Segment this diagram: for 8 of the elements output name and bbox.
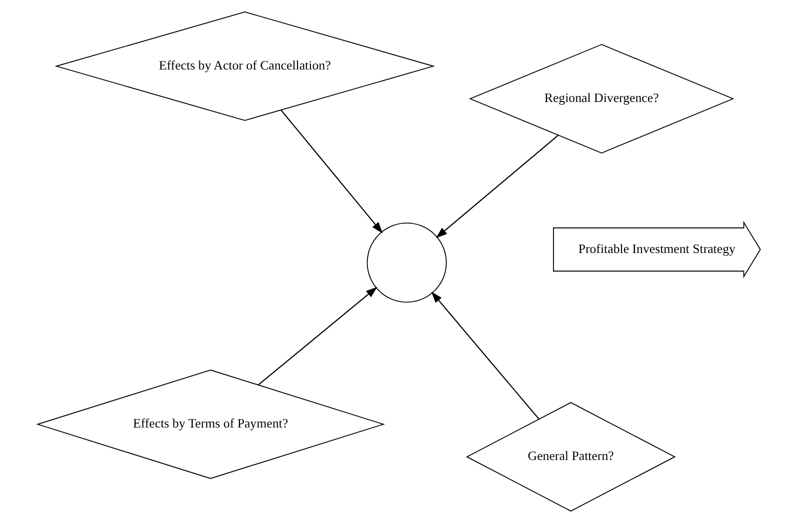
arrow	[280, 110, 383, 234]
arrow	[431, 292, 540, 420]
node-diamond: General Pattern?	[466, 402, 676, 512]
node-diamond: Effects by Terms of Payment?	[36, 370, 385, 479]
arrow	[258, 286, 378, 386]
node-diamond: Regional Divergence?	[468, 44, 734, 154]
node-diamond: Effects by Actor of Cancellation?	[54, 11, 435, 121]
arrow	[436, 134, 558, 238]
